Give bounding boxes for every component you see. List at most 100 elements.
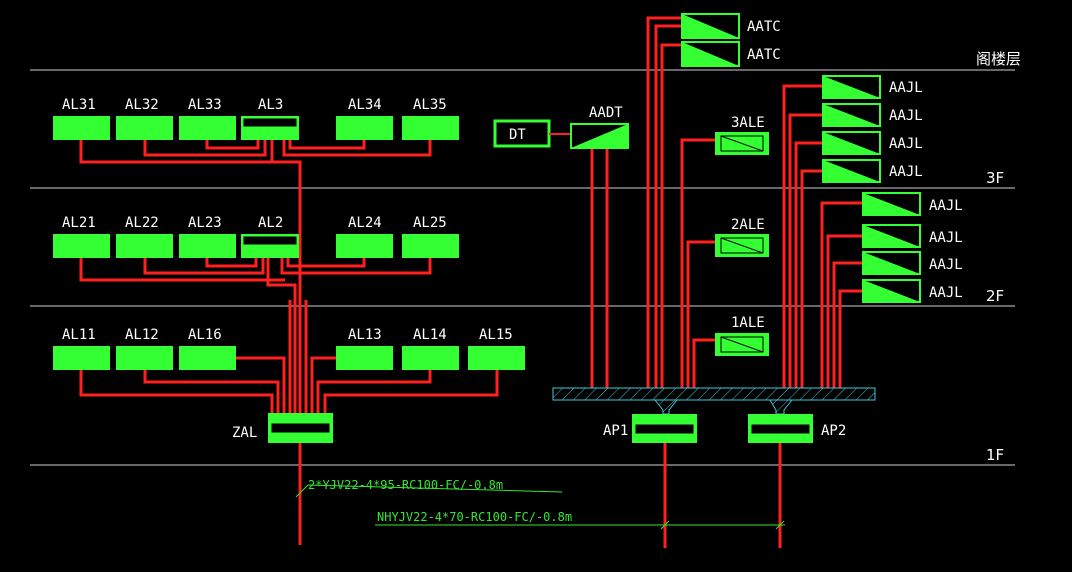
panel-aatc-2-fill [682,42,739,66]
cable-ale3 [680,138,715,388]
label-aajl-1: AAJL [889,80,923,96]
label-al13: AL13 [348,327,382,343]
floor-3-panels: AL31 AL32 AL33 AL3 AL34 AL35 [53,97,459,140]
panel-dt [493,119,551,148]
cable-aajl-5 [820,201,863,388]
label-al3: AL3 [258,97,283,113]
panel-1ale-cross [720,336,764,353]
panel-aajl-2-fill [823,104,880,126]
panel-zal-group: ZAL [232,413,333,443]
cable-label-zal-feed: 2*YJV22-4*95-RC100-FC/-0.8m [308,478,503,492]
label-al21: AL21 [62,215,96,231]
cable-al2-down [266,258,297,415]
label-al2: AL2 [258,215,283,231]
panel-aatc-group: AATC AATC [681,13,781,67]
label-aajl-5: AAJL [929,198,963,214]
panel-dt-group: DT [493,119,571,148]
panel-al22 [116,234,173,258]
panel-aajl-4-fill [823,160,880,182]
label-al31: AL31 [62,97,96,113]
panel-al23 [179,234,236,258]
cable-al14 [316,370,432,415]
panel-aadt-fill [571,124,628,148]
cable-al12 [143,370,280,415]
panel-aajl-1-fill [823,76,880,98]
label-aajl-2: AAJL [889,108,923,124]
floor-2-panels: AL21 AL22 AL23 AL2 AL24 AL25 [53,215,459,258]
floor-label-1f: 1F [986,446,1004,464]
label-al15: AL15 [479,327,513,343]
panel-aadt-group: AADT [570,105,629,149]
panel-al35 [402,116,459,140]
label-al24: AL24 [348,215,382,231]
panel-al24 [336,234,393,258]
label-aatc-1: AATC [747,19,781,35]
cable-al11 [79,370,274,415]
label-aajl-8: AAJL [929,285,963,301]
panel-2ale-cross [720,237,764,254]
cable-al16 [236,356,286,415]
label-ap2: AP2 [821,423,846,439]
panel-aajl-upper: AAJL AAJL AAJL AAJL [822,75,923,183]
panel-1ale-frame [720,336,764,353]
busbar [552,387,876,415]
cable-al13 [310,356,337,415]
cable-aatc1-a [646,16,682,388]
label-aadt: AADT [589,105,623,121]
cable-al23 [205,258,258,268]
cable-label-ap-feed: NHYJV22-4*70-RC100-FC/-0.8m [377,510,572,524]
panel-al34 [336,116,393,140]
floor-label-loft: 阁楼层 [976,50,1021,68]
label-al32: AL32 [125,97,159,113]
panel-aajl-3-fill [823,132,880,154]
panel-aatc-1-fill [682,14,739,38]
panel-2ale-frame [720,237,764,254]
floor-labels: 阁楼层 3F 2F 1F [976,50,1021,464]
panel-aajl-8-fill [863,280,920,302]
tick-ap2-feed [775,520,785,530]
leader-zal-feed [295,484,563,498]
label-al33: AL33 [188,97,222,113]
cable-aatc1-b [654,24,682,388]
cable-aajl-6 [826,234,863,388]
cable-al15 [323,370,499,415]
label-al23: AL23 [188,215,222,231]
label-2ale: 2ALE [731,217,765,233]
panel-ap1-window [634,423,695,435]
panel-al31 [53,116,110,140]
cable-aajl-1 [782,84,823,388]
busbar-bar [552,387,876,401]
panel-3ale-cross [720,135,764,152]
panel-aajl-6-fill [863,225,920,247]
floor-label-3f: 3F [986,169,1004,187]
cable-al3-down [270,140,302,260]
cable-aatc2 [660,43,682,388]
label-al11: AL11 [62,327,96,343]
label-al34: AL34 [348,97,382,113]
label-aajl-4: AAJL [889,164,923,180]
panel-zal-window [270,422,331,434]
cable-aajl-3 [794,141,823,388]
panel-al33 [179,116,236,140]
cable-al35 [282,140,432,157]
label-dt: DT [509,127,526,143]
label-al14: AL14 [413,327,447,343]
panel-al32 [116,116,173,140]
panel-al25 [402,234,459,258]
label-ap1: AP1 [603,423,628,439]
panel-3ale-frame [720,135,764,152]
label-aajl-3: AAJL [889,136,923,152]
panel-ap-group: AP1 AP2 [603,414,846,443]
busbar-tap-ap2 [769,399,794,415]
cable-al34 [288,140,366,150]
label-al22: AL22 [125,215,159,231]
label-al35: AL35 [413,97,447,113]
cabling [79,16,863,548]
cable-al25 [280,258,432,275]
label-aajl-7: AAJL [929,257,963,273]
label-al25: AL25 [413,215,447,231]
cable-al21 [79,258,285,282]
panel-ale-group: 3ALE 2ALE 1ALE [715,115,769,356]
floor-1-panels: AL11 AL12 AL16 AL13 AL14 AL15 [53,327,525,370]
cable-al33 [205,140,260,150]
